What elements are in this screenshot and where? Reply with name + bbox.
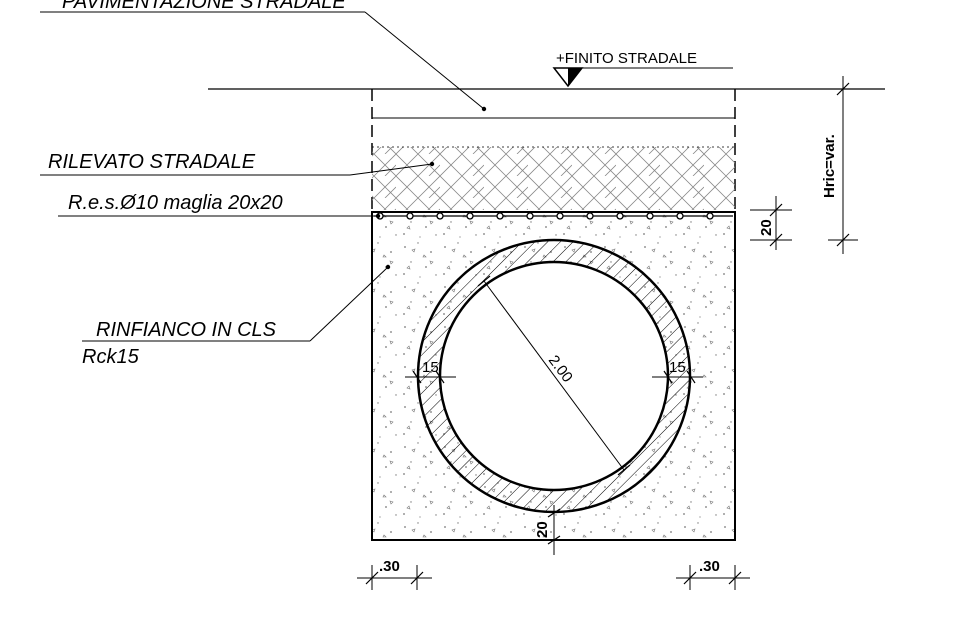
- rilevato-label: RILEVATO STRADALE: [48, 151, 256, 173]
- pavimentazione-label: PAVIMENTAZIONE STRADALE: [62, 0, 346, 13]
- side-right-tick-a: [683, 571, 697, 585]
- slab-value: 20: [758, 219, 775, 236]
- rinfianco-leader: [309, 266, 389, 342]
- slab-tick-b: [769, 233, 783, 247]
- hric-tick-bottom: [836, 233, 850, 247]
- rebar-dot: [556, 212, 564, 220]
- wall-left-tick-a: [412, 370, 422, 384]
- rinfianco-label-line1: RINFIANCO IN CLS: [96, 319, 277, 341]
- res-leader-dot: [375, 213, 381, 219]
- side-right-value: .30: [699, 558, 720, 575]
- rilevato-leader-dot: [429, 161, 435, 167]
- rebar-dot: [586, 212, 594, 220]
- side-left-tick-a: [365, 571, 379, 585]
- pavimentazione-leader: [364, 11, 485, 110]
- diameter-tick-bottom: [617, 464, 631, 476]
- rebar-dot: [706, 212, 714, 220]
- finito-label: +FINITO STRADALE: [556, 50, 697, 67]
- rebar-dot: [526, 212, 534, 220]
- rilevato-leader: [349, 163, 433, 176]
- side-right-tick-b: [728, 571, 742, 585]
- rebar-dot: [676, 212, 684, 220]
- rebar-dot: [466, 212, 474, 220]
- rebar-dot: [436, 212, 444, 220]
- rebar-dot: [496, 212, 504, 220]
- rinfianco-leader-dot: [385, 264, 391, 270]
- hric-value: Hric=var.: [821, 134, 838, 198]
- rebar-dot: [646, 212, 654, 220]
- res-label: R.e.s.Ø10 maglia 20x20: [68, 192, 283, 214]
- bottom-tick-b: [547, 535, 561, 545]
- hric-tick-top: [836, 82, 850, 96]
- diameter-tick-top: [477, 275, 491, 287]
- rinfianco-label-line2: Rck15: [82, 346, 140, 368]
- embankment-layer: [372, 147, 735, 210]
- side-left-value: .30: [379, 558, 400, 575]
- wall-right-tick-a: [663, 370, 673, 384]
- wall-right-tick-b: [686, 370, 696, 384]
- wall-left-value: 15: [422, 359, 439, 376]
- diameter-dimension-line: [483, 280, 625, 471]
- side-left-tick-b: [410, 571, 424, 585]
- wall-right-value: 15: [669, 359, 686, 376]
- bottom-value: 20: [534, 521, 551, 538]
- rebar-dot: [406, 212, 414, 220]
- pavimentazione-leader-dot: [481, 106, 487, 112]
- slab-tick-a: [769, 203, 783, 217]
- level-marker-fill-icon: [568, 68, 582, 86]
- wall-left-tick-b: [435, 370, 445, 384]
- bottom-tick-a: [547, 508, 561, 518]
- rebar-dot: [616, 212, 624, 220]
